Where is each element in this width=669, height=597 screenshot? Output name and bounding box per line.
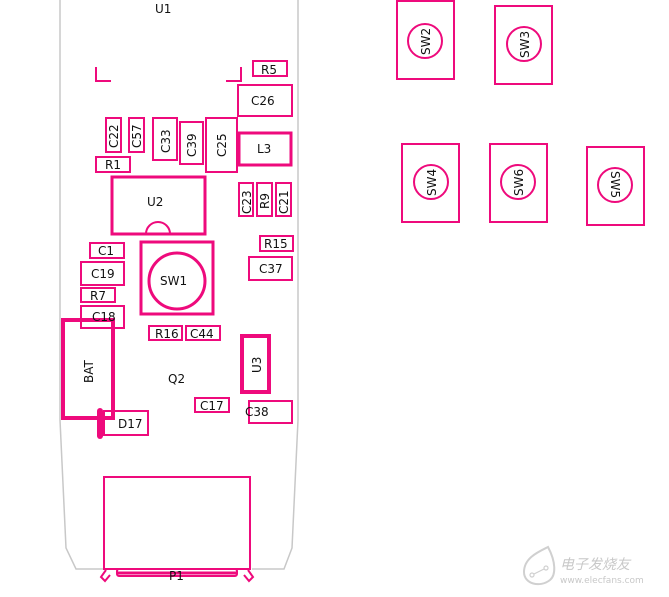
sw5-button	[597, 167, 633, 203]
label-c37: C37	[259, 262, 283, 276]
component-c44	[185, 325, 221, 341]
component-bat	[61, 318, 115, 420]
component-sw1	[139, 240, 215, 316]
label-c21: C21	[277, 190, 291, 214]
component-c38	[248, 400, 293, 424]
label-c44: C44	[190, 327, 214, 341]
watermark: 电子发烧友 www.elecfans.com	[522, 545, 644, 586]
label-u3: U3	[250, 357, 264, 373]
component-r9	[256, 182, 273, 217]
component-c21	[275, 182, 292, 217]
component-c18	[80, 305, 125, 329]
label-c26: C26	[251, 94, 275, 108]
component-r16	[148, 325, 183, 341]
label-c25: C25	[215, 133, 229, 157]
label-r5: R5	[261, 63, 277, 77]
label-r1: R1	[105, 158, 121, 172]
watermark-url: www.elecfans.com	[560, 576, 644, 586]
u1-corner-marks	[95, 67, 242, 82]
component-u3	[240, 334, 271, 394]
label-c1: C1	[98, 244, 114, 258]
component-c37	[248, 256, 293, 281]
component-c25	[205, 117, 238, 173]
label-u2: U2	[147, 195, 163, 209]
label-l3: L3	[257, 142, 271, 156]
label-r9: R9	[258, 193, 272, 209]
label-c33: C33	[159, 129, 173, 153]
component-c33	[152, 117, 178, 161]
label-p1: P1	[169, 569, 184, 583]
label-r15: R15	[264, 237, 288, 251]
component-sw6	[489, 143, 548, 223]
component-sw2	[396, 0, 455, 80]
sw3-button	[506, 26, 542, 62]
component-r7	[80, 287, 116, 303]
label-sw1: SW1	[160, 274, 187, 288]
label-c38: C38	[245, 405, 269, 419]
component-c19	[80, 261, 125, 286]
component-l3	[237, 131, 293, 167]
label-c22: C22	[107, 124, 121, 148]
component-sw3	[494, 5, 553, 85]
component-c1	[89, 242, 125, 259]
component-c26	[237, 84, 293, 117]
label-sw3: SW3	[518, 31, 532, 58]
label-c19: C19	[91, 267, 115, 281]
component-c23	[238, 182, 254, 217]
sw2-button	[407, 23, 443, 59]
label-r7: R7	[90, 289, 106, 303]
label-sw2: SW2	[419, 28, 433, 55]
label-d17: D17	[118, 417, 143, 431]
watermark-logo-icon	[522, 545, 556, 586]
sw6-button	[500, 164, 536, 200]
component-r15	[259, 235, 294, 252]
component-sw4	[401, 143, 460, 223]
component-r5	[252, 60, 288, 77]
component-u2	[110, 175, 207, 236]
u2-notch	[145, 221, 171, 235]
component-r1	[95, 156, 131, 173]
component-c57	[128, 117, 145, 153]
component-c22	[105, 117, 122, 153]
label-sw4: SW4	[425, 169, 439, 196]
label-c17: C17	[200, 399, 224, 413]
component-c39	[179, 121, 204, 165]
label-c23: C23	[240, 190, 254, 214]
sw1-button	[147, 251, 207, 311]
component-p1	[103, 476, 251, 570]
watermark-title: 电子发烧友	[560, 557, 632, 573]
board-outline	[59, 0, 299, 570]
label-c18: C18	[92, 310, 116, 324]
label-sw6: SW6	[512, 169, 526, 196]
label-r16: R16	[155, 327, 179, 341]
label-c57: C57	[130, 124, 144, 148]
label-c39: C39	[185, 133, 199, 157]
p1-right-tab	[243, 569, 255, 583]
label-bat: BAT	[82, 359, 96, 383]
sw4-button	[413, 164, 449, 200]
label-sw5: SW5	[608, 171, 622, 198]
p1-left-tab	[99, 569, 111, 583]
label-q2: Q2	[168, 372, 185, 386]
component-d17	[103, 410, 149, 436]
component-c17	[194, 397, 230, 413]
label-u1: U1	[155, 2, 171, 16]
component-sw5	[586, 146, 645, 226]
